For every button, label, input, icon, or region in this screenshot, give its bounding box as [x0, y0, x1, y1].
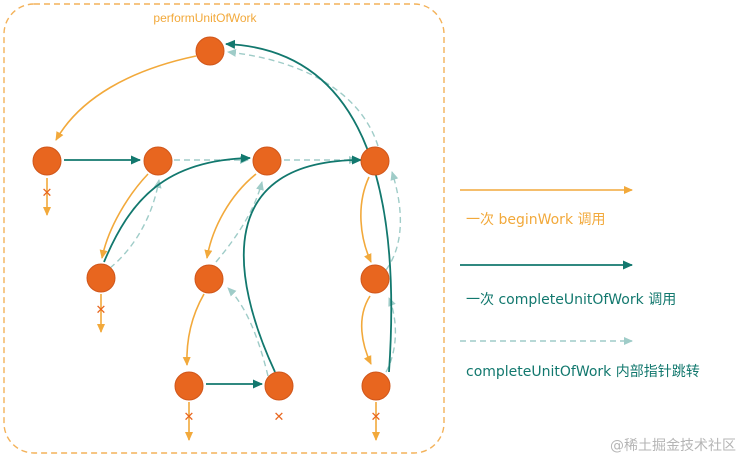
- pointer-edge-b1-a2: [109, 179, 162, 269]
- legend-pointer-label: completeUnitOfWork 内部指针跳转: [466, 364, 700, 380]
- diagram-title: performUnitOfWork: [153, 11, 257, 25]
- watermark: @稀土掘金技术社区: [610, 438, 736, 454]
- fiber-node-a3: [252, 146, 282, 176]
- pointer-edge-b3-a3: [215, 181, 264, 263]
- begin-edge-a4-b4: [360, 176, 372, 263]
- pointer-edge-a4-root: [227, 48, 379, 147]
- pointer-jump-edges: [109, 48, 402, 377]
- fiber-node-c3: [174, 371, 204, 401]
- legend-complete-label: 一次 completeUnitOfWork 调用: [466, 292, 676, 308]
- fiber-node-a1: [32, 146, 62, 176]
- null-mark-a1: ✕: [42, 186, 53, 201]
- begin-edge-a2-b1: [99, 173, 149, 259]
- complete-edge-b1-a3: [103, 153, 251, 263]
- null-mark-c4b: ✕: [274, 410, 285, 425]
- complete-edge-c4b-a4: [242, 155, 362, 373]
- pointer-edge-c4b-b3: [227, 287, 269, 377]
- fiber-node-b3: [194, 264, 224, 294]
- begin-edge-a3-b3: [204, 173, 257, 259]
- leaf-null-arrows: [43, 178, 380, 441]
- null-mark-d3: ✕: [371, 410, 382, 425]
- legend-begin-label: 一次 beginWork 调用: [466, 212, 606, 228]
- fiber-node-d3: [361, 371, 391, 401]
- begin-edge-b3-c3: [182, 293, 205, 366]
- legend: 一次 beginWork 调用 一次 completeUnitOfWork 调用…: [460, 186, 700, 380]
- pointer-edge-b4-a4: [385, 171, 402, 271]
- fiber-node-a2: [143, 146, 173, 176]
- work-loop-frame: [3, 3, 445, 454]
- begin-edge-b4-c4: [360, 295, 372, 365]
- begin-edge-root-a1: [55, 55, 197, 141]
- null-mark-b1: ✕: [96, 303, 107, 318]
- fiber-nodes: [32, 36, 391, 401]
- fiber-node-root: [195, 36, 225, 66]
- fiber-node-a4: [360, 146, 390, 176]
- begin-work-edges: [55, 55, 372, 366]
- leaf-null-marks: ✕ ✕ ✕ ✕ ✕: [42, 186, 382, 425]
- fiber-node-c4b: [264, 371, 294, 401]
- fiber-node-b1: [86, 263, 116, 293]
- null-mark-c3: ✕: [184, 410, 195, 425]
- fiber-node-b4: [360, 264, 390, 294]
